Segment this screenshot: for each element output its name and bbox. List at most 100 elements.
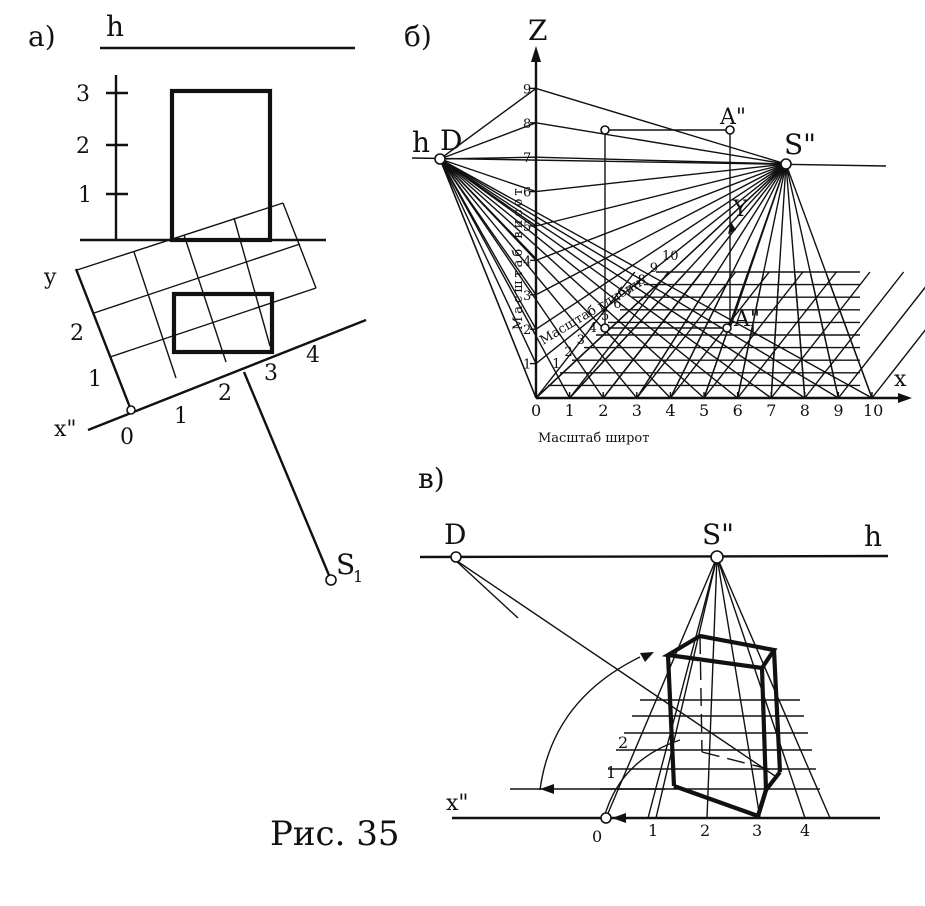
depth-tick-label: 4 — [589, 321, 597, 336]
height-tick-label: 5 — [523, 220, 531, 235]
depth-tick-label: 7 — [625, 285, 633, 300]
panel-b-point-a — [725, 125, 735, 135]
panel-c-ground-label: 4 — [800, 821, 810, 840]
panel-a-grid-label: 0 — [120, 425, 134, 450]
width-tick-label: 9 — [833, 401, 843, 420]
panel-a-station-subscript: 1 — [353, 567, 363, 586]
grid-line — [183, 234, 227, 363]
grid-diagonal — [535, 271, 636, 399]
panel-c-horizon-line — [419, 554, 889, 559]
width-tick-label: 4 — [665, 401, 675, 420]
panel-b-letter: б) — [404, 20, 432, 53]
ray-from-s — [535, 163, 787, 365]
ray-from-d — [439, 158, 537, 399]
panel-a-sight-line — [242, 371, 333, 581]
depth-tick-label: 1 — [552, 357, 560, 372]
ray-from-s — [655, 556, 718, 819]
ray-from-s — [535, 163, 787, 296]
grid-converging-line — [825, 273, 873, 399]
panel-b-ground-grid — [535, 271, 925, 399]
panel-a-x-label: x" — [54, 417, 77, 442]
panel-a-grid-label: 2 — [70, 321, 84, 346]
grid-line — [282, 202, 317, 289]
grid-diagonal — [871, 329, 925, 399]
panel-c-ground-label: 0 — [592, 827, 602, 846]
panel-a-grid-label: 1 — [174, 404, 188, 429]
panel-a-height-label: 3 — [76, 82, 90, 107]
ray-from-s — [716, 556, 761, 819]
panel-c-d-label: D — [444, 518, 466, 551]
panel-b-horizon-line — [411, 157, 887, 167]
ray-from-s — [706, 556, 718, 819]
grid-diagonal — [770, 271, 871, 399]
ray-from-d — [439, 87, 537, 160]
panel-a-origin-point — [126, 405, 136, 415]
ray-from-s — [647, 556, 718, 819]
grid-converging-line — [669, 273, 733, 399]
box-hidden-edge — [699, 635, 703, 753]
panel-c-diagonal — [453, 558, 779, 779]
ray-from-s — [535, 156, 787, 165]
panel-b-point — [600, 323, 610, 333]
panel-c-distance-point — [450, 551, 462, 563]
panel-a-y-axis — [74, 268, 133, 411]
ray-from-d — [439, 122, 537, 160]
panel-a-letter: а) — [28, 20, 56, 53]
box-edge — [665, 654, 677, 787]
panel-b-s-label: S" — [784, 128, 816, 161]
ray-from-s — [535, 163, 787, 262]
panel-b-point-a1 — [722, 323, 732, 333]
height-tick-label: 4 — [523, 254, 531, 269]
panel-b-horizon-label: h — [412, 126, 430, 159]
panel-c-x-label: x" — [446, 791, 469, 816]
grid-converging-line — [770, 273, 780, 399]
panel-c-origin-point — [600, 812, 612, 824]
panel-b-y-ray — [729, 163, 787, 329]
ray-from-d — [439, 158, 739, 399]
grid-line — [233, 217, 271, 347]
grid-line — [133, 251, 177, 379]
panel-a-grid-label: 2 — [218, 381, 232, 406]
ray-from-d — [439, 158, 537, 364]
ray-from-d — [439, 158, 873, 399]
panel-c-main-point — [710, 550, 724, 564]
panel-b-a1-subscript: 1 — [749, 323, 757, 338]
panel-c-ground-label: 2 — [700, 821, 710, 840]
depth-tick-label: 2 — [564, 345, 572, 360]
panel-b-d-label: D — [440, 124, 462, 157]
ray-from-d — [439, 158, 638, 399]
depth-tick-label: 3 — [577, 333, 585, 348]
panel-a-plan-rect — [171, 291, 275, 355]
panel-a: а) h 3 2 1 y 2 1 x" — [28, 10, 367, 586]
width-tick-label: 3 — [632, 401, 642, 420]
panel-c-arc-arrow — [640, 652, 654, 662]
grid-converging-line — [794, 273, 806, 399]
panel-c-rotation-arc — [539, 656, 641, 791]
ray-from-s — [535, 122, 787, 165]
width-tick-label: 8 — [800, 401, 810, 420]
ray-from-d — [439, 158, 537, 193]
ray-from-s — [535, 163, 787, 227]
ray-from-d — [439, 158, 671, 399]
panel-a-height-label: 2 — [76, 134, 90, 159]
panel-b-x-arrow — [898, 393, 912, 403]
ray-from-d — [439, 158, 806, 399]
grid-converging-line — [636, 273, 717, 399]
grid-diagonal — [703, 271, 804, 399]
panel-a-grid-label: 1 — [88, 367, 102, 392]
ray-from-d — [439, 156, 537, 160]
ray-from-d — [439, 158, 839, 399]
grid-converging-line — [535, 273, 669, 399]
panel-c-s-label: S" — [702, 518, 734, 551]
height-tick-label: 1 — [523, 358, 531, 373]
depth-tick-label: 5 — [601, 309, 609, 324]
panel-c-box — [661, 633, 783, 819]
panel-c-depth-label: 2 — [618, 733, 628, 752]
width-tick-label: 5 — [699, 401, 709, 420]
ray-from-d — [439, 158, 705, 399]
panel-b-height-scale-title: Масштаб висот — [511, 185, 526, 330]
panel-c-origin-arrow — [612, 813, 626, 823]
panel-c-letter: в) — [418, 462, 445, 495]
